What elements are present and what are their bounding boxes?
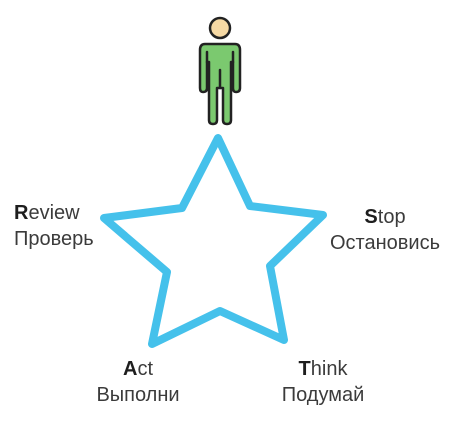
person-icon xyxy=(198,16,242,126)
label-think-ru: Подумай xyxy=(281,384,365,406)
label-review-initial: R xyxy=(14,202,29,224)
label-review-en: Review xyxy=(14,200,94,226)
label-review-rest: eview xyxy=(28,202,80,224)
label-stop-ru: Остановись xyxy=(330,232,440,254)
label-act-en: Act xyxy=(88,356,188,382)
label-stop-en: Stop xyxy=(325,204,445,230)
person-head xyxy=(208,16,232,40)
star-shape xyxy=(100,134,327,348)
label-act-rest: ct xyxy=(137,358,153,380)
label-stop: Stop Остановись xyxy=(325,204,445,256)
label-think: Think Подумай xyxy=(268,356,378,408)
label-stop-rest: top xyxy=(377,206,406,228)
label-act-ru: Выполни xyxy=(96,384,180,406)
label-review: Review Проверь xyxy=(14,200,94,252)
label-stop-initial: S xyxy=(364,206,378,228)
label-act-initial: A xyxy=(122,358,138,380)
label-review-ru: Проверь xyxy=(14,228,94,250)
label-think-rest: hink xyxy=(310,358,348,380)
label-think-en: Think xyxy=(268,356,378,382)
label-act: Act Выполни xyxy=(88,356,188,408)
label-think-initial: T xyxy=(298,358,311,380)
